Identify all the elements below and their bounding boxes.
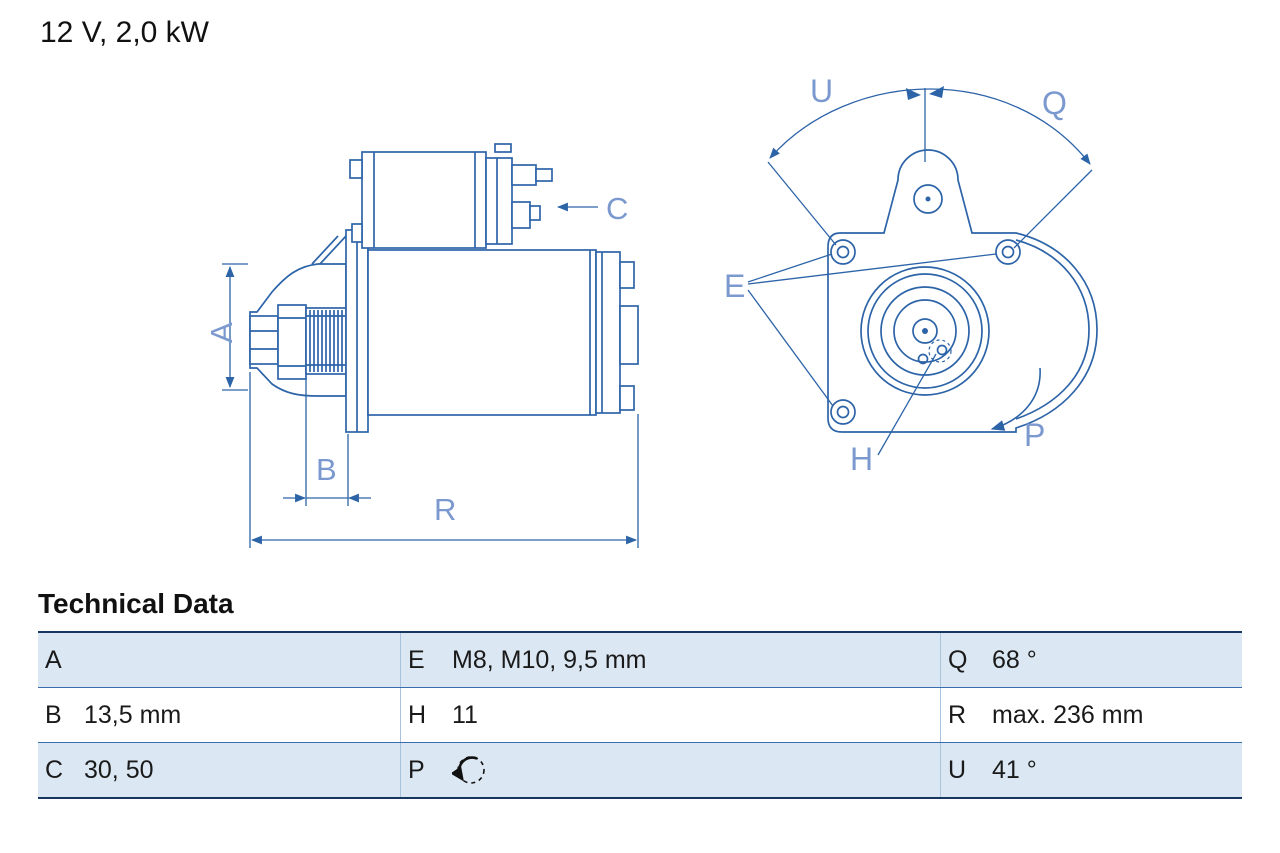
p-rotation-arrow: [990, 367, 1041, 431]
param-key-b: B: [45, 700, 62, 729]
side-view: [222, 143, 639, 548]
dim-label-c: C: [606, 191, 628, 226]
param-key-e: E: [400, 633, 452, 687]
param-value-h: 11: [452, 700, 478, 729]
motor-body: [367, 249, 597, 416]
param-value-p: [452, 743, 940, 797]
dim-label-b: B: [316, 452, 337, 487]
dim-label-p: P: [1024, 417, 1045, 453]
angle-dimensions: [767, 86, 1093, 249]
end-cap: [595, 251, 621, 414]
table-heading: Technical Data: [38, 588, 234, 619]
e-leaders: [747, 253, 997, 407]
dimension-b: [283, 378, 371, 506]
param-key-p: P: [400, 743, 452, 797]
table-row: A E M8, M10, 9,5 mm Q 68 °: [38, 633, 1242, 687]
table-row: C 30, 50 P U 41 °: [38, 742, 1242, 797]
flange-outline: [827, 149, 1098, 433]
front-view: [747, 86, 1098, 456]
center-boss: [860, 266, 990, 396]
param-value-b: 13,5 mm: [84, 700, 182, 729]
side-view-labels: A B R C: [204, 191, 628, 527]
h-leader: [877, 353, 937, 456]
dim-label-a: A: [204, 322, 239, 343]
front-view-labels: U Q E H P: [724, 73, 1067, 477]
ear-hole: [913, 184, 943, 214]
param-value-r: max. 236 mm: [992, 700, 1144, 729]
dim-label-q: Q: [1042, 85, 1067, 121]
dim-label-e: E: [724, 268, 745, 304]
param-value-u: 41 °: [992, 755, 1037, 784]
rotation-ccw-icon: [452, 756, 485, 784]
page-title: 12 V, 2,0 kW: [40, 16, 209, 49]
param-key-c: C: [45, 755, 64, 784]
terminal-50: [511, 201, 531, 229]
table-row: B 13,5 mm H 11 R max. 236 mm: [38, 687, 1242, 742]
param-key-q: Q: [940, 633, 992, 687]
solenoid: [349, 143, 553, 249]
bolt-holes: [830, 239, 1021, 425]
param-value-q: 68 °: [992, 645, 1037, 674]
dim-label-r: R: [434, 492, 456, 527]
dimension-a: [222, 263, 248, 391]
param-value-e: M8, M10, 9,5 mm: [452, 645, 647, 674]
param-value-c: 30, 50: [84, 755, 154, 784]
dim-label-h: H: [850, 441, 873, 477]
pinion-gear: [305, 307, 347, 375]
param-key-r: R: [940, 688, 992, 742]
flange-inner-arc: [1015, 239, 1090, 420]
dim-label-u: U: [810, 73, 833, 109]
dimension-r: [249, 372, 639, 548]
param-key-h: H: [400, 688, 452, 742]
param-key-u: U: [940, 743, 992, 797]
param-key-a: A: [45, 645, 62, 674]
technical-data-table: A E M8, M10, 9,5 mm Q 68 ° B 13,5 mm H 1…: [38, 631, 1242, 799]
param-value-a: [84, 633, 400, 687]
technical-drawing: A B R C: [204, 73, 1098, 548]
terminal-30: [511, 164, 537, 186]
